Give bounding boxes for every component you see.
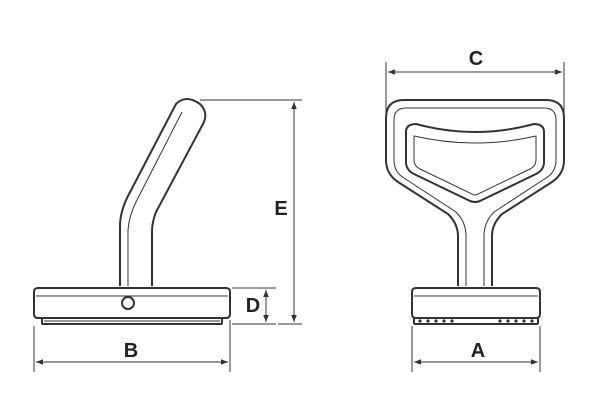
front-view-base [411,287,541,319]
dimension-b: B [33,320,231,372]
side-view-magnet [41,317,223,325]
front-view-magnet [413,317,539,325]
dimension-c: C [385,48,565,112]
side-view-handle [119,98,207,286]
label-c: C [469,48,483,70]
side-view [33,98,231,325]
label-e: E [274,198,287,220]
label-d: D [246,295,260,317]
front-view-grip-opening [405,122,545,203]
dimension-a: A [411,326,541,372]
side-view-hole [121,296,135,310]
dimension-e: E [200,99,302,325]
side-view-base [33,287,231,319]
label-b: B [124,340,138,362]
front-view-handle [385,99,565,286]
front-view [385,99,565,325]
front-view-bolt-dots [418,319,534,323]
label-a: A [471,340,485,362]
dimension-d: D [232,287,276,325]
